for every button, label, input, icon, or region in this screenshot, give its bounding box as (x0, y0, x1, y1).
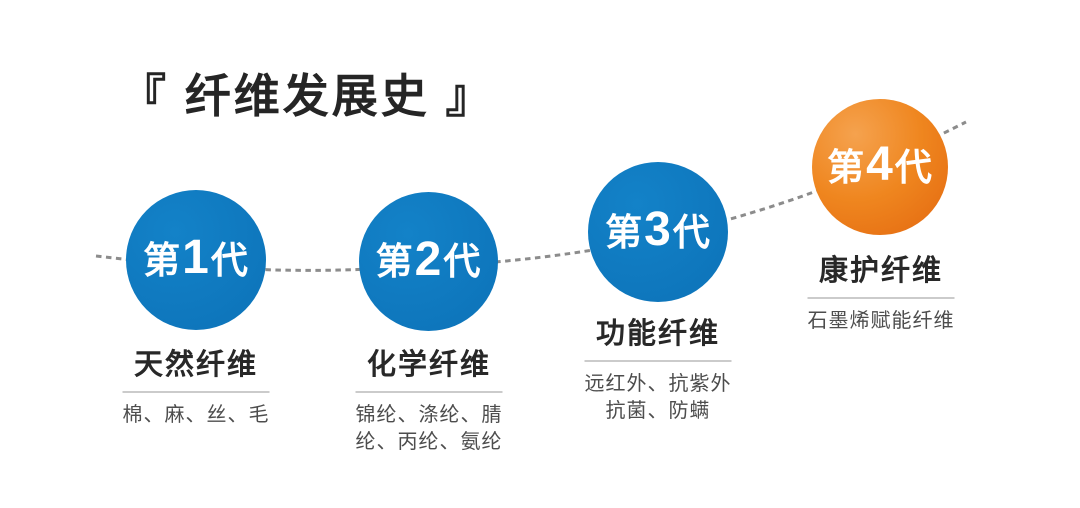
stage2-circle: 第 2 代 (359, 192, 498, 331)
stage1-badge: 第 1 代 (143, 231, 249, 284)
stage3-badge: 第 3 代 (605, 203, 711, 256)
stage2-name: 化学纤维 (366, 349, 491, 381)
stage2-badge: 第 2 代 (375, 232, 482, 286)
stage4-badge-prefix: 第 (827, 146, 866, 188)
stage1-name: 天然纤维 (133, 349, 258, 381)
stage3-badge-prefix: 第 (605, 211, 644, 253)
stage2-divider (355, 391, 503, 394)
stage3-badge-number: 3 (644, 203, 672, 256)
stage2-badge-prefix: 第 (375, 241, 414, 282)
stage4-badge-number: 4 (866, 138, 894, 191)
stage1-divider (122, 391, 270, 394)
stage4-divider (807, 297, 955, 300)
stage3-circle: 第 3 代 (588, 162, 728, 302)
stage1-detail: 棉、麻、丝、毛 (122, 404, 270, 427)
stage1-badge-number: 1 (182, 231, 210, 284)
stage4-name: 康护纤维 (818, 255, 943, 287)
stage3-divider (584, 360, 732, 363)
stage2-label: 化学纤维 锦纶、涤纶、腈 纶、丙纶、氨纶 (355, 349, 503, 456)
stage4-badge-suffix: 代 (894, 146, 933, 188)
stage4-detail: 石墨烯赋能纤维 (807, 310, 955, 333)
stage3-badge-suffix: 代 (672, 211, 711, 253)
stage2-badge-number: 2 (414, 232, 443, 286)
stage3-detail: 远红外、抗紫外 抗菌、防螨 (584, 373, 732, 423)
stage3-name: 功能纤维 (595, 318, 720, 350)
stage1-badge-suffix: 代 (210, 239, 249, 281)
stage2-detail: 锦纶、涤纶、腈 纶、丙纶、氨纶 (355, 404, 503, 454)
page-title: 『 纤维发展史 』 (120, 70, 495, 122)
stage4-badge: 第 4 代 (827, 138, 933, 191)
stage4-circle: 第 4 代 (812, 99, 948, 235)
stage1-circle: 第 1 代 (126, 190, 266, 330)
stage1-label: 天然纤维 棉、麻、丝、毛 (122, 349, 270, 429)
stage2-badge-suffix: 代 (443, 241, 482, 282)
stage4-label: 康护纤维 石墨烯赋能纤维 (807, 255, 955, 335)
stage3-label: 功能纤维 远红外、抗紫外 抗菌、防螨 (584, 318, 732, 425)
stage1-badge-prefix: 第 (143, 239, 182, 281)
